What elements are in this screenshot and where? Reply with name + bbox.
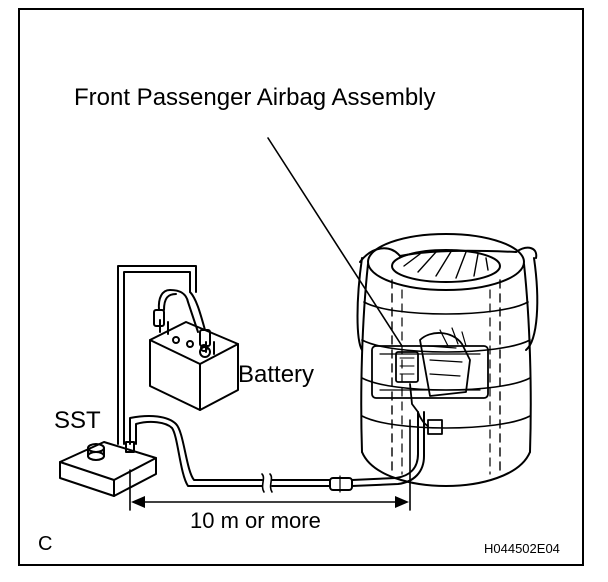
dimension-arrowheads bbox=[131, 496, 409, 508]
distance-label: 10 m or more bbox=[190, 508, 321, 533]
title-leader-line bbox=[267, 137, 403, 347]
battery-label: Battery bbox=[238, 361, 315, 388]
tire-stack bbox=[360, 233, 532, 487]
sst-device bbox=[59, 441, 157, 497]
battery-body bbox=[149, 319, 239, 411]
figure-code: H044502E04 bbox=[484, 541, 560, 556]
battery-leads bbox=[153, 289, 211, 358]
retaining-wire bbox=[356, 246, 539, 351]
corner-letter: C bbox=[38, 533, 53, 555]
title-label: Front Passenger Airbag Assembly bbox=[74, 84, 436, 111]
sst-label: SST bbox=[54, 407, 101, 434]
cable-sst-to-airbag bbox=[129, 411, 425, 493]
airbag-assembly bbox=[371, 327, 489, 435]
distance-dimension bbox=[129, 419, 411, 511]
cable-sst-to-battery bbox=[117, 265, 197, 445]
figure-frame bbox=[18, 8, 584, 566]
